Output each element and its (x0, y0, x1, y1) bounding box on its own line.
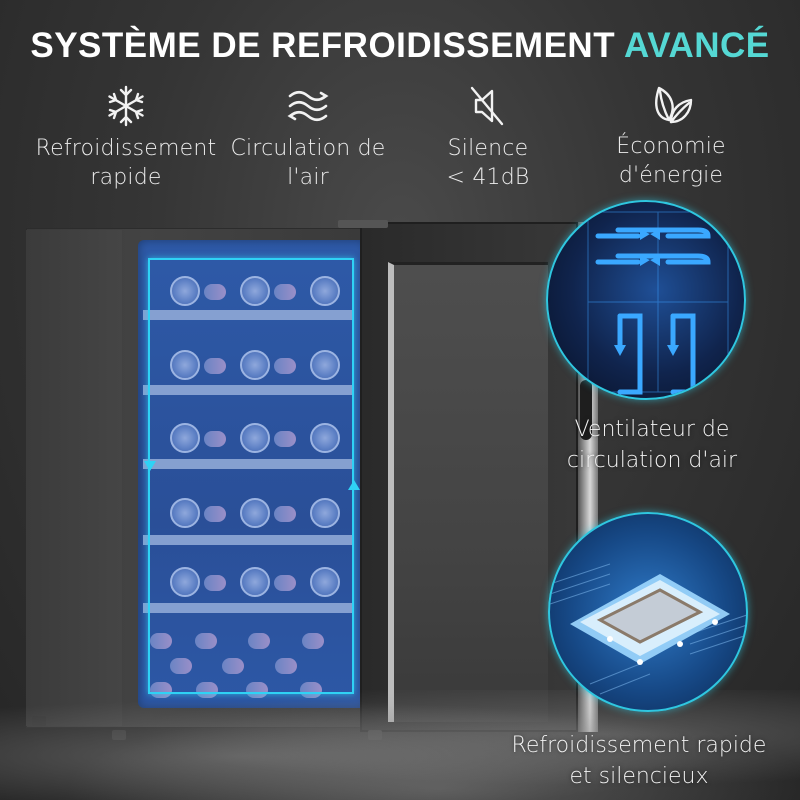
leaves-icon (655, 86, 693, 124)
wine-fridge-side-panel (26, 230, 122, 726)
bottle (170, 567, 200, 597)
bottle (310, 350, 340, 380)
feature-air-circulation: Circulation de l'air (228, 84, 388, 192)
bottle-cork (302, 633, 324, 649)
bottle-cork (204, 506, 226, 522)
feature-air-circulation-line1: Circulation de (230, 136, 386, 161)
bottle-cork (170, 658, 192, 674)
bottle (170, 498, 200, 528)
bottle-cork (275, 658, 297, 674)
fan-caption-line1: Ventilateur de (574, 417, 730, 442)
feature-fast-cooling-line2: rapide (90, 165, 162, 190)
airflow-path-outline (148, 258, 354, 694)
chip-caption: Refroidissement rapide et silencieux (498, 730, 780, 792)
headline: SYSTÈME DE REFROIDISSEMENT AVANCÉ (0, 26, 800, 66)
feature-silence: Silence < 41dB (428, 84, 548, 192)
feature-energy-saving: Économie d'énergie (600, 82, 742, 190)
shelf (143, 603, 353, 613)
bottle-cork (204, 575, 226, 591)
bottle (170, 276, 200, 306)
arrow-down-icon (144, 461, 156, 471)
bottle (170, 423, 200, 453)
door-handle (580, 380, 592, 440)
muted-speaker-icon (470, 86, 504, 126)
airflow-diagram-inset (546, 200, 746, 400)
bottle (240, 567, 270, 597)
bottle (240, 276, 270, 306)
feature-air-circulation-line2: l'air (287, 165, 329, 190)
bottle-cork (204, 358, 226, 374)
feature-energy-saving-line2: d'énergie (618, 163, 724, 188)
bottle (310, 567, 340, 597)
bottle-cork (274, 284, 296, 300)
snowflake-icon (108, 85, 144, 127)
bottle-cork (222, 658, 244, 674)
bottle (240, 498, 270, 528)
bottle (310, 276, 340, 306)
feature-energy-saving-line1: Économie (616, 134, 726, 159)
shelf (143, 310, 353, 320)
bottle-cork (274, 506, 296, 522)
feature-silence-line2: < 41dB (446, 165, 530, 190)
bottle (240, 350, 270, 380)
airflow-waves-icon (287, 90, 329, 122)
bottle-cork (150, 633, 172, 649)
chip-caption-line1: Refroidissement rapide (511, 733, 767, 758)
feature-silence-line1: Silence (447, 136, 529, 161)
processor-chip-icon (550, 563, 746, 695)
door-hinge (338, 220, 388, 228)
fan-caption-line2: circulation d'air (566, 448, 738, 473)
headline-accent: AVANCÉ (624, 26, 770, 65)
bottle (310, 498, 340, 528)
bottle-cork (274, 575, 296, 591)
bottle (240, 423, 270, 453)
bottle-cork (204, 431, 226, 447)
bottle-cork (195, 633, 217, 649)
headline-main: SYSTÈME DE REFROIDISSEMENT (30, 26, 616, 65)
shelf (143, 535, 353, 545)
door-glass-panel (388, 262, 548, 722)
bottle-cork (274, 358, 296, 374)
arrow-up-icon (348, 480, 360, 490)
shelf (143, 459, 353, 469)
chip-caption-line2: et silencieux (569, 764, 709, 789)
bottle-cork (204, 284, 226, 300)
feature-fast-cooling: Refroidissement rapide (28, 84, 224, 192)
shelf (143, 385, 353, 395)
bottle-cork (274, 431, 296, 447)
airflow-arrows-icon (587, 211, 729, 395)
bottle-cork (248, 633, 270, 649)
cooling-chip-inset (548, 512, 748, 712)
feature-fast-cooling-line1: Refroidissement (35, 136, 217, 161)
bottle (170, 350, 200, 380)
bottle (310, 423, 340, 453)
fan-caption: Ventilateur de circulation d'air (548, 414, 756, 476)
